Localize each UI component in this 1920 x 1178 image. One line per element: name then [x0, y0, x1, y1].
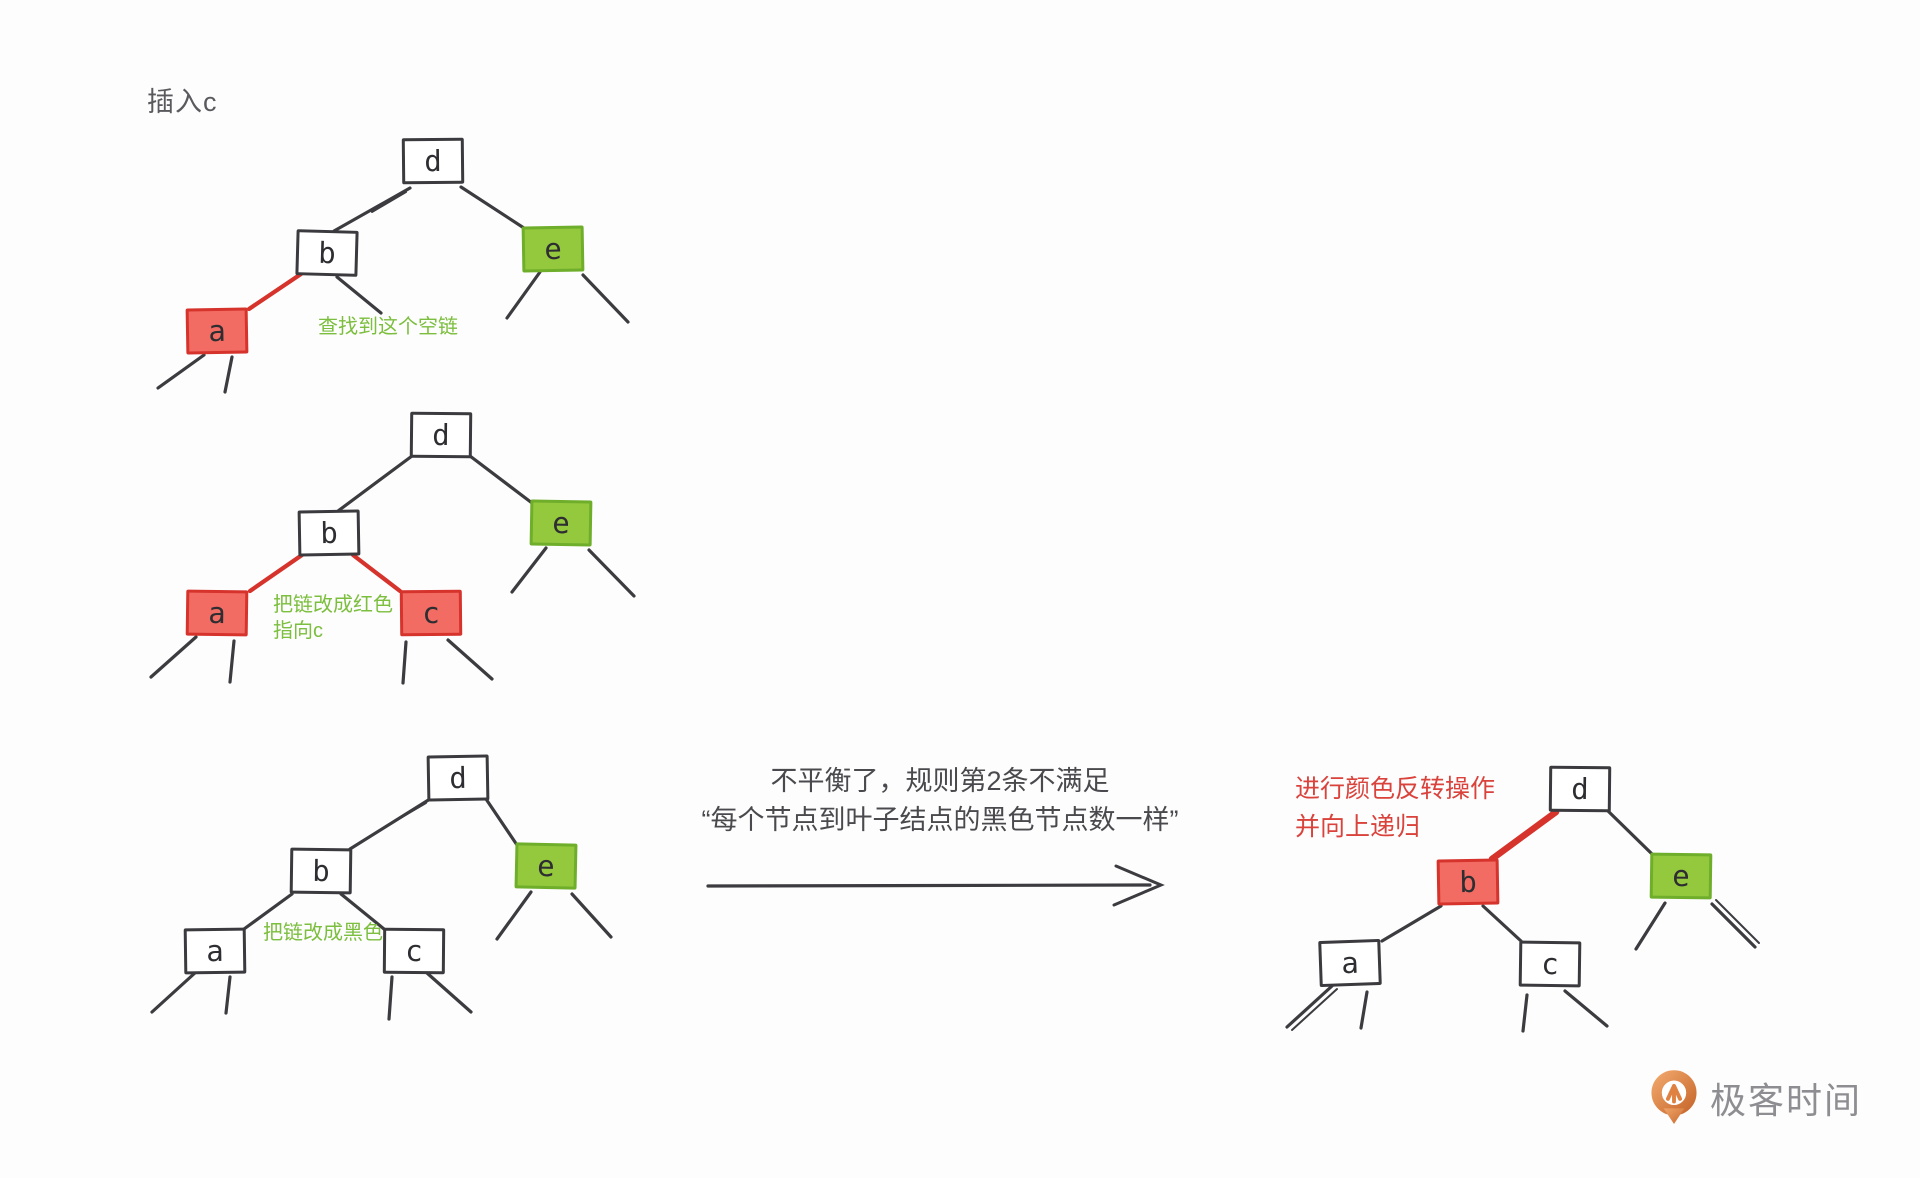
step3-node-c: c — [382, 927, 446, 975]
step3-node-e: e — [514, 842, 578, 890]
edge-s2-a-leaf-right — [228, 639, 236, 684]
step4-node-e: e — [1649, 852, 1713, 900]
edge-s1-b-empty-link — [335, 275, 383, 315]
edge-s2-b-c-red — [350, 552, 403, 594]
edge-s3-d-e — [484, 797, 519, 847]
step4-node-d: d — [1548, 765, 1612, 813]
edge-s1-d-b-sketch — [371, 191, 407, 213]
edge-s4-d-e — [1606, 809, 1655, 857]
step1-tree-edges — [156, 185, 630, 394]
step4-node-b: b — [1436, 858, 1500, 906]
edge-s1-d-b — [332, 186, 412, 233]
edge-s4-a-leaf-right — [1359, 990, 1369, 1030]
geektime-logo: 极客时间 — [1648, 1068, 1862, 1128]
step1-node-d: d — [401, 137, 465, 185]
step3-tree-edges — [150, 797, 613, 1021]
step1-node-b: b — [295, 229, 359, 277]
edge-s3-c-leaf-right — [425, 971, 473, 1014]
edge-s1-a-leaf-left — [156, 353, 206, 390]
step4-node-a: a — [1318, 938, 1382, 988]
step4-node-c: c — [1518, 940, 1582, 988]
edge-s4-e-leaf-right-sketch — [1715, 899, 1760, 944]
geektime-logo-text: 极客时间 — [1710, 1080, 1863, 1121]
page-title: 插入c — [147, 87, 218, 117]
edge-s2-b-a-red — [247, 552, 305, 594]
edge-s2-a-leaf-left — [149, 635, 198, 679]
geektime-logo-icon — [1651, 1070, 1697, 1124]
edge-s4-b-a — [1380, 904, 1443, 943]
edge-s4-b-c — [1481, 904, 1523, 943]
edge-s3-e-leaf-left — [495, 890, 533, 941]
edge-s1-b-a-red — [246, 271, 304, 312]
edge-s4-c-leaf-left — [1521, 993, 1529, 1033]
edge-s2-e-leaf-left — [510, 546, 548, 594]
step3-node-d: d — [426, 754, 490, 802]
edge-s4-c-leaf-right — [1563, 989, 1609, 1028]
edge-s2-d-b — [336, 454, 414, 513]
edge-s1-a-leaf-right — [223, 355, 234, 394]
edge-s4-a-leaf-left — [1285, 984, 1334, 1029]
step2-node-d: d — [409, 411, 473, 459]
edge-s3-a-leaf-left — [150, 970, 198, 1014]
edge-s3-e-leaf-right — [570, 892, 613, 939]
step2-annotation-line1: 把链改成红色 — [273, 594, 393, 616]
edge-s2-e-leaf-right — [587, 548, 636, 598]
transition-arrow — [706, 864, 1165, 907]
step2-node-b: b — [297, 509, 361, 557]
step4-annotation: 进行颜色反转操作 并向上递归 — [1295, 770, 1495, 846]
edge-s1-e-leaf-right — [581, 273, 630, 324]
step1-annotation: 查找到这个空链 — [318, 316, 458, 338]
edge-s3-a-leaf-right — [224, 975, 232, 1015]
step3-node-a: a — [183, 927, 247, 975]
step2-node-c: c — [399, 589, 463, 637]
imbalance-note-line2: “每个节点到叶子结点的黑色节点数一样” — [701, 805, 1179, 835]
edge-s3-d-b-sketch — [389, 802, 427, 825]
step2-node-a: a — [185, 589, 249, 637]
edge-s2-c-leaf-left — [401, 640, 408, 685]
arrow-shaft — [706, 883, 1152, 888]
imbalance-note: 不平衡了，规则第2条不满足 “每个节点到叶子结点的黑色节点数一样” — [680, 762, 1200, 840]
edge-s3-c-leaf-left — [387, 975, 394, 1021]
step4-annotation-line2: 并向上递归 — [1295, 813, 1421, 841]
edge-s1-d-e — [459, 185, 529, 232]
step3-annotation: 把链改成黑色 — [263, 922, 383, 944]
edge-s1-e-leaf-left — [505, 270, 542, 320]
step2-annotation-line2: 指向c — [273, 620, 323, 642]
edge-s4-e-leaf-right — [1710, 902, 1757, 949]
arrow-head — [1112, 864, 1165, 907]
edge-s3-d-b — [348, 797, 432, 851]
step4-annotation-line1: 进行颜色反转操作 — [1295, 775, 1496, 803]
step2-tree-edges — [149, 454, 636, 685]
edge-s4-b-d-red — [1488, 808, 1560, 863]
step2-node-e: e — [529, 499, 593, 547]
step1-node-a: a — [185, 307, 249, 355]
edge-s4-e-leaf-left — [1634, 901, 1667, 951]
imbalance-note-line1: 不平衡了，规则第2条不满足 — [770, 766, 1110, 796]
edge-s2-d-e — [468, 454, 534, 505]
step1-node-e: e — [521, 225, 585, 273]
edge-s4-a-leaf-left-sketch — [1291, 988, 1338, 1031]
edge-s2-c-leaf-right — [446, 638, 494, 681]
step3-node-b: b — [289, 847, 353, 895]
